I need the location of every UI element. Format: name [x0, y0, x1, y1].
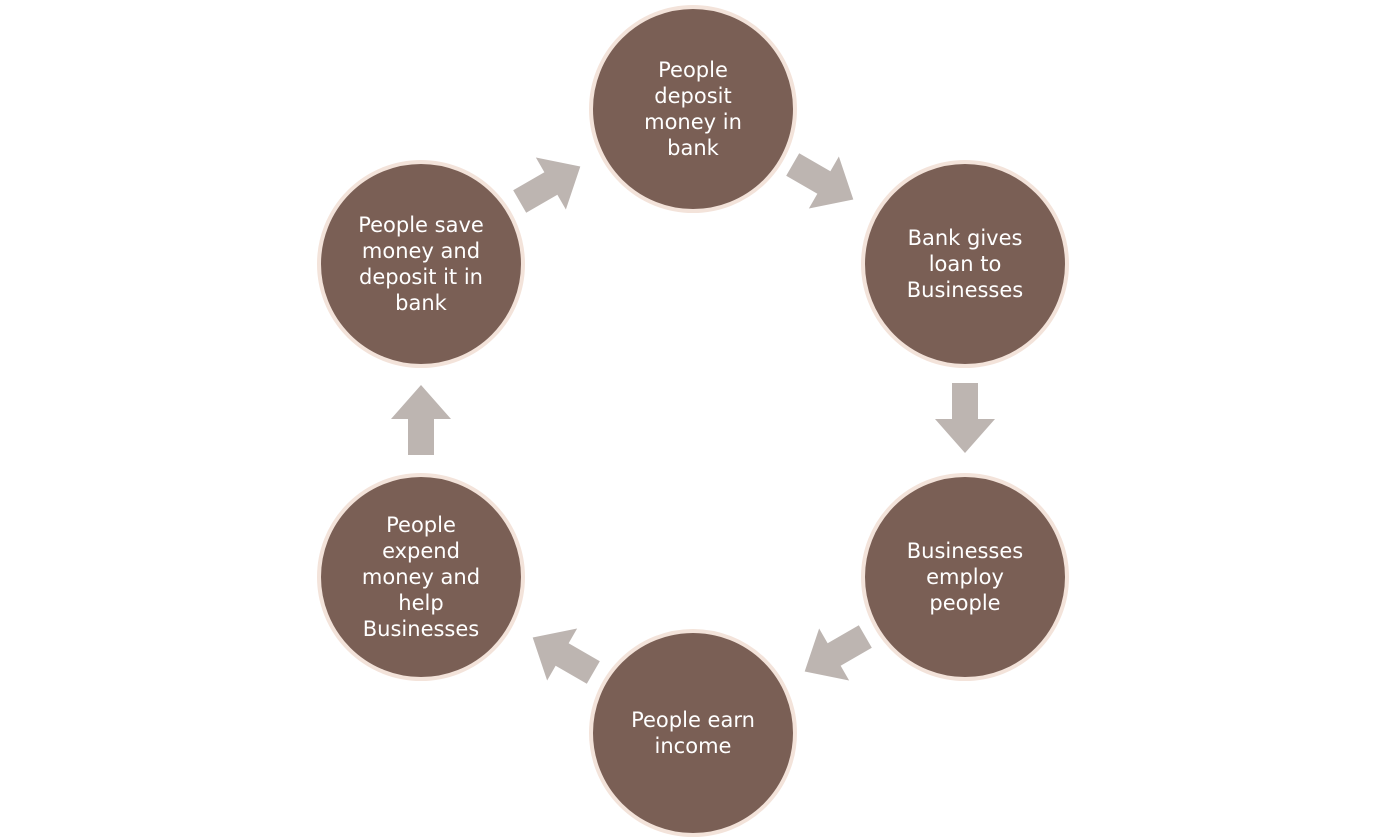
node-bank-gives-loan: Bank gives loan to Businesses [861, 160, 1069, 368]
node-label: People expend money and help Businesses [361, 513, 481, 641]
node-businesses-employ-people: Businesses employ people [861, 473, 1069, 681]
arrow-expend-to-save-icon [391, 385, 451, 455]
node-label: Businesses employ people [906, 539, 1024, 615]
arrow-employ-to-income-icon [790, 611, 881, 698]
arrow-loan-to-employ-icon [935, 383, 995, 453]
node-label: People save money and deposit it in bank [358, 213, 484, 315]
node-people-save-money: People save money and deposit it in bank [317, 160, 525, 368]
node-people-expend-money: People expend money and help Businesses [317, 473, 525, 681]
node-label: People earn income [631, 708, 755, 758]
arrow-save-to-deposit-icon [505, 141, 596, 228]
node-people-earn-income: People earn income [589, 629, 797, 837]
node-label: Bank gives loan to Businesses [906, 226, 1024, 302]
node-people-deposit-money: People deposit money in bank [589, 5, 797, 213]
arrow-income-to-expend-icon [518, 612, 609, 699]
node-label: People deposit money in bank [644, 58, 742, 160]
arrow-deposit-to-loan-icon [778, 139, 869, 226]
